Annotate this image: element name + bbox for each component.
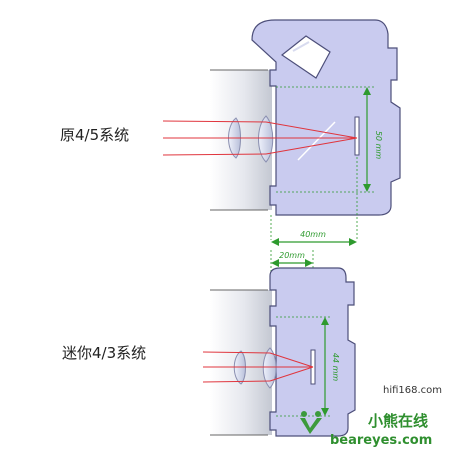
top-system-label: 原4/5系统 <box>60 126 129 144</box>
brand-name: 小熊在线 <box>368 412 428 430</box>
top-lens-elements <box>228 115 274 163</box>
bottom-height-guides <box>276 316 330 417</box>
bottom-system: 20mm <box>202 250 356 437</box>
beareyes-logo-mark <box>300 418 322 434</box>
top-prism-glare <box>292 41 310 52</box>
top-light-rays <box>162 120 358 156</box>
site-watermark: hifi168.com <box>383 385 442 396</box>
bottom-height-label: 44 mm <box>331 353 340 382</box>
top-flange-label: 40mm <box>300 230 326 239</box>
top-system: 50 mm 40mm <box>162 19 401 246</box>
top-dimension-guides <box>270 86 375 240</box>
top-camera-body <box>251 19 401 216</box>
bottom-flange-dimension <box>271 259 313 267</box>
top-sensor <box>354 116 360 156</box>
bottom-lens-element-2 <box>262 347 277 389</box>
beareyes-logo-dot <box>301 411 307 417</box>
top-height-label: 50 mm <box>374 131 383 160</box>
top-lens-element-2 <box>258 115 274 163</box>
beareyes-logo-dot <box>315 411 321 417</box>
bottom-system-label: 迷你4/3系统 <box>62 344 146 362</box>
brand-url: beareyes.com <box>330 433 432 448</box>
top-height-dimension <box>363 87 371 192</box>
bottom-lens-elements <box>233 347 277 389</box>
bottom-flange-label: 20mm <box>279 251 305 260</box>
top-reflex-mirror <box>297 121 336 161</box>
beareyes-logo: 小熊在线 beareyes.com <box>300 411 432 448</box>
bottom-light-rays <box>202 351 314 383</box>
top-viewfinder-prism <box>280 35 331 79</box>
top-flange-dimension <box>271 238 357 246</box>
bottom-height-dimension <box>321 317 329 416</box>
